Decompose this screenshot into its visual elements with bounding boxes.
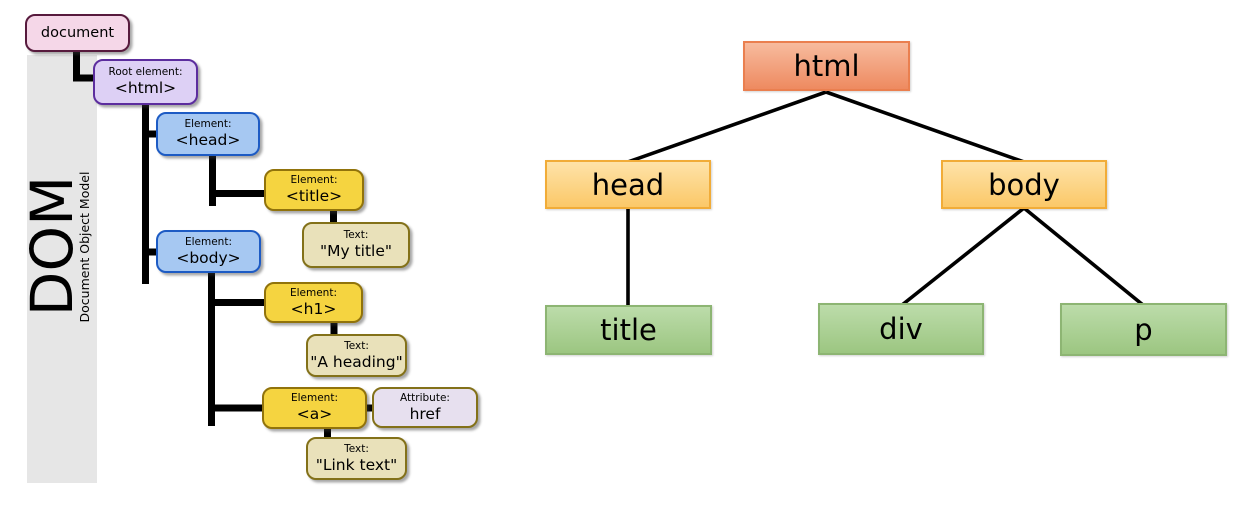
node-type-label: Text:: [343, 229, 369, 241]
node-text-a-heading: Text: "A heading": [306, 334, 407, 377]
node-type-label: Text:: [344, 442, 369, 455]
node-tag-label: <body>: [176, 248, 241, 267]
node-tag-label: <title>: [285, 187, 343, 205]
node-text-my-title: Text: "My title": [302, 222, 410, 268]
node-element-h1: Element: <h1>: [264, 282, 363, 323]
tree-node-body: body: [941, 160, 1107, 209]
node-element-body: Element: <body>: [156, 230, 261, 273]
node-root-element-html: Root element: <html>: [93, 59, 198, 105]
tree-node-html: html: [743, 41, 910, 91]
tree-node-label: div: [879, 312, 923, 346]
node-type-label: Text:: [344, 339, 369, 352]
node-attribute-href: Attribute: href: [372, 387, 478, 428]
node-document-label: document: [40, 25, 115, 41]
tree-node-div: div: [818, 303, 984, 355]
dom-vertical-title: DOM: [18, 175, 86, 317]
connector-document-html: [73, 52, 95, 82]
tree-node-p: p: [1060, 303, 1227, 356]
node-tag-label: "Link text": [315, 455, 398, 474]
node-type-label: Element:: [289, 286, 337, 299]
connector-html-head: [627, 90, 827, 164]
tree-node-title: title: [545, 305, 712, 355]
node-tag-label: <h1>: [290, 299, 337, 318]
node-text-link-text: Text: "Link text": [306, 437, 407, 480]
tree-node-label: head: [591, 167, 665, 202]
node-element-title: Element: <title>: [264, 169, 364, 211]
tree-node-label: body: [988, 167, 1060, 202]
node-tag-label: <a>: [296, 405, 333, 423]
node-element-head: Element: <head>: [156, 112, 260, 156]
node-type-label: Root element:: [108, 66, 183, 78]
node-tag-label: <html>: [114, 79, 177, 97]
connector-html-body: [825, 90, 1025, 164]
node-type-label: Element:: [290, 174, 338, 186]
node-type-label: Element:: [184, 235, 232, 248]
node-tag-label: "My title": [319, 242, 393, 260]
node-element-a: Element: <a>: [262, 387, 367, 429]
node-tag-label: href: [409, 404, 441, 423]
node-tag-label: <head>: [175, 131, 241, 149]
node-type-label: Element:: [184, 118, 232, 130]
tree-node-label: p: [1134, 312, 1153, 347]
tree-node-label: html: [793, 49, 860, 83]
node-document: document: [25, 14, 130, 52]
dom-sidebar-strip: [27, 55, 97, 483]
node-type-label: Element:: [290, 392, 338, 404]
tree-node-head: head: [545, 160, 711, 209]
node-tag-label: "A heading": [310, 352, 403, 371]
tree-node-label: title: [600, 313, 657, 347]
node-type-label: Attribute:: [400, 391, 450, 404]
connector-body-p: [1022, 206, 1145, 307]
dom-vertical-subtitle: Document Object Model: [77, 171, 92, 323]
connector-body-div: [900, 206, 1026, 307]
